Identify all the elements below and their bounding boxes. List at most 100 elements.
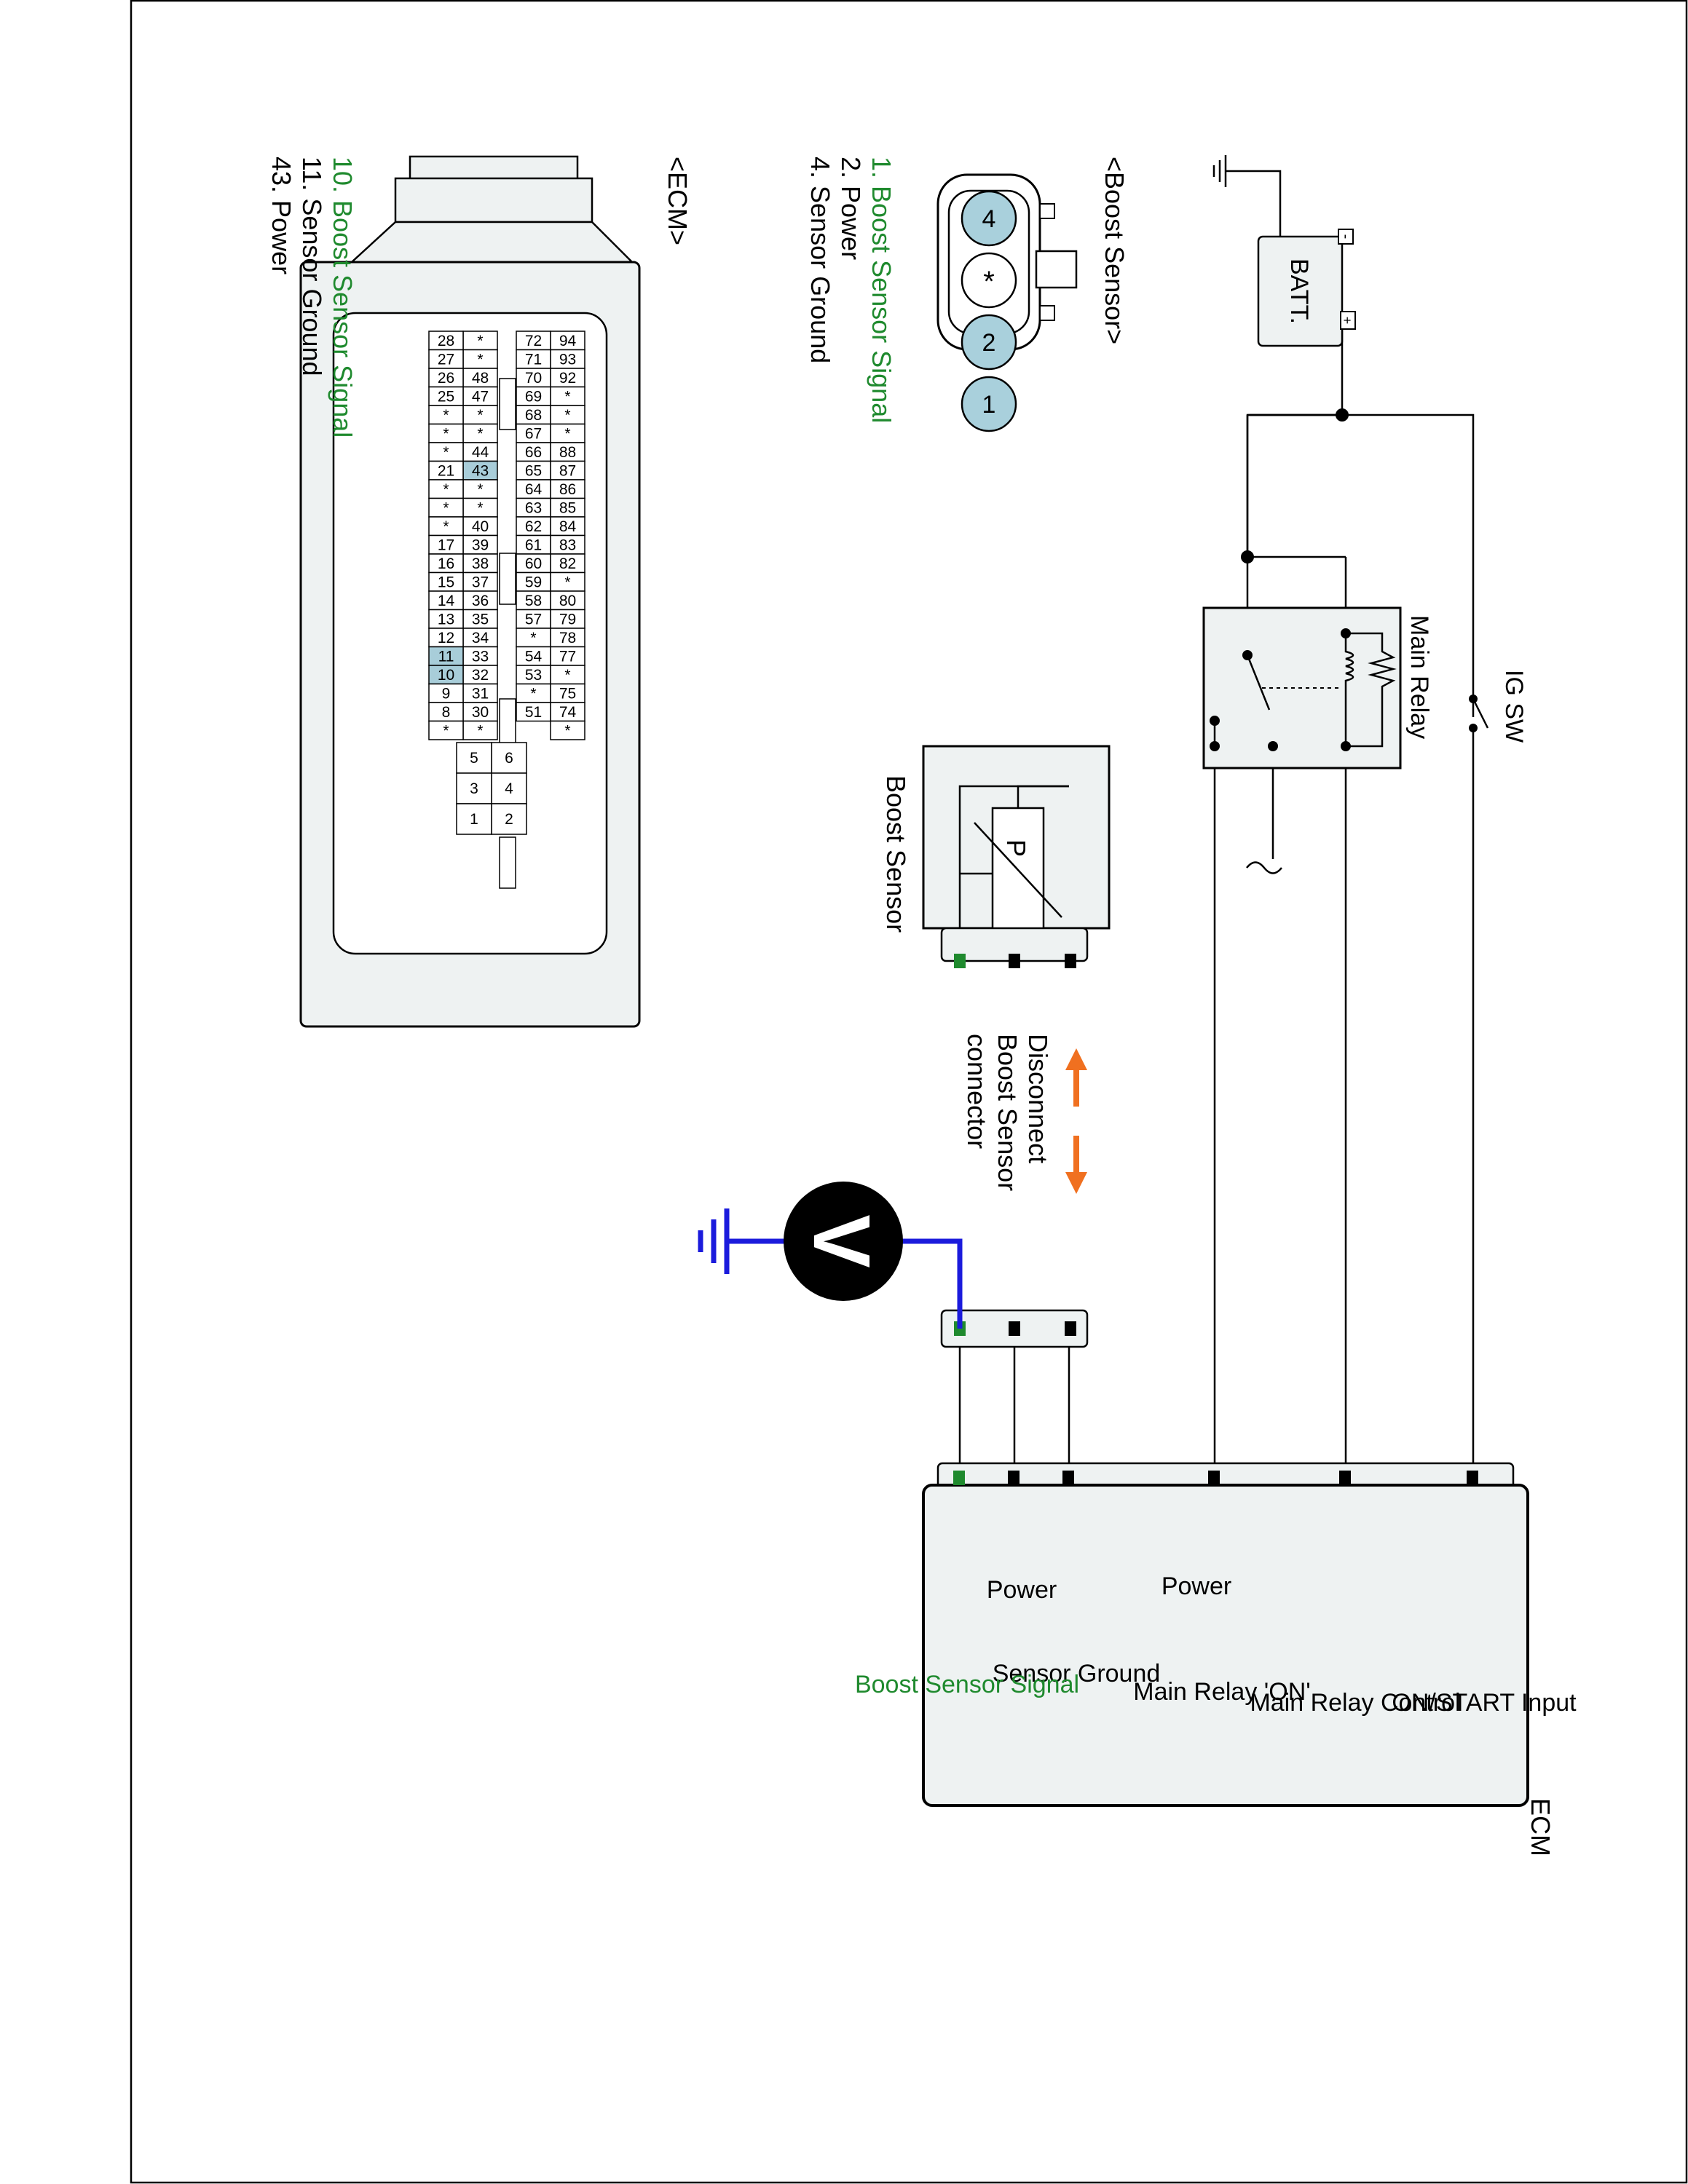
boost-legend-3: 4. Sensor Ground xyxy=(805,157,835,363)
boost-connector-cavity-4 xyxy=(961,190,1017,247)
ecm-pin-label: 79 xyxy=(559,611,576,628)
disconnect-note: Disconnect Boost Sensor connector xyxy=(962,1034,1087,1194)
ecm-pin-label: * xyxy=(564,388,570,405)
wire-battery-minus-ground xyxy=(1226,170,1282,237)
ecm-label-main-relay-control: Main Relay Control xyxy=(1250,1689,1460,1717)
ecm-pin-label: 35 xyxy=(472,611,489,628)
voltmeter-icon xyxy=(784,1182,903,1301)
boost-pin-label-2: 2 xyxy=(982,329,996,357)
voltmeter-probe: V xyxy=(698,1182,963,1329)
harness-pin-power xyxy=(1009,1321,1020,1336)
ecm-pin-label: 15 xyxy=(438,574,454,590)
boost-sensor-pin-signal xyxy=(954,954,966,968)
ecm-pin-label: 74 xyxy=(559,704,577,721)
ecm-label-sensor-ground: Sensor Ground xyxy=(993,1660,1161,1688)
boost-pin-label-blank: * xyxy=(983,266,995,298)
arrow-left-icon xyxy=(1065,1048,1087,1070)
ecm-pin-label: 62 xyxy=(525,518,542,535)
boost-sensor-pin-power xyxy=(1009,954,1020,968)
ecm-pin-label: 11 xyxy=(438,648,454,665)
ecm-pin-label: 31 xyxy=(472,685,489,702)
ecm-pin-label: * xyxy=(477,407,483,424)
ecm-key-slot xyxy=(499,378,516,430)
ecm-pin-label: * xyxy=(477,425,483,442)
ecm-connector-title: <ECM> xyxy=(663,157,693,245)
ecm-pin-label: 75 xyxy=(559,685,576,702)
ecm-pin-label: * xyxy=(443,407,449,424)
ig-switch-label: IG SW xyxy=(1500,670,1528,743)
ecm-pin-label: * xyxy=(477,351,483,368)
ecm-pin-label: * xyxy=(477,481,483,498)
ecm-pin-label: 67 xyxy=(525,425,542,442)
ecm-pin-label: 30 xyxy=(472,704,489,721)
ecm-pin-main-relay-on-power xyxy=(1208,1471,1220,1485)
ecm-pin-label: 53 xyxy=(525,667,542,684)
ecm-key-slot xyxy=(499,553,516,605)
ecm-pin-label: 64 xyxy=(525,481,543,498)
voltmeter-symbol: V xyxy=(797,1214,886,1267)
boost-sensor-connector-face: <Boost Sensor> 4 * 2 1 1. Boost Sensor S… xyxy=(805,157,1129,432)
ecm-pin-label: 59 xyxy=(525,574,542,590)
relay-coil-icon xyxy=(1344,633,1354,746)
ecm-pin-label: 48 xyxy=(472,370,489,387)
ecm-aux-pin-label: 6 xyxy=(505,750,513,767)
ecm-pin-label: 26 xyxy=(438,370,454,387)
ecm-aux-pin-label: 2 xyxy=(505,811,513,828)
ecm-pin-label: * xyxy=(443,499,449,516)
ecm-unit-title: ECM xyxy=(1526,1798,1555,1856)
ecm-pin-label: 36 xyxy=(472,593,489,609)
ecm-pin-label: * xyxy=(530,630,536,646)
harness-connector xyxy=(940,1309,1089,1348)
ecm-aux-pin-label: 4 xyxy=(505,780,513,797)
ecm-pin-label: 92 xyxy=(559,370,576,387)
ecm-pin-label: * xyxy=(443,722,449,739)
ecm-aux-pin-cell xyxy=(456,803,492,835)
ecm-pin-label: * xyxy=(564,722,570,739)
ecm-pin-label: 63 xyxy=(525,499,542,516)
ecm-pin-power xyxy=(1008,1471,1019,1485)
ecm-pin-label: 60 xyxy=(525,555,542,572)
ecm-pin-label: 70 xyxy=(525,370,542,387)
ecm-legend-11: 11. Sensor Ground xyxy=(297,157,327,376)
ecm-pin-label: 40 xyxy=(472,518,489,535)
ecm-pin-label: * xyxy=(443,444,449,461)
ecm-pin-on-start xyxy=(1467,1471,1478,1485)
ecm-pin-label: * xyxy=(477,499,483,516)
ecm-pin-label: 93 xyxy=(559,351,576,368)
ecm-pin-label: * xyxy=(443,481,449,498)
ecm-pin-label: * xyxy=(443,518,449,535)
ecm-label-on-start: ON/START Input xyxy=(1392,1689,1577,1717)
boost-sensor-device-label: Boost Sensor xyxy=(881,775,911,933)
ecm-pin-label: 58 xyxy=(525,593,542,609)
wire-bus-to-relay xyxy=(1246,414,1342,557)
ecm-pin-label: 68 xyxy=(525,407,542,424)
page-frame xyxy=(130,0,1688,2184)
ecm-pin-label: 87 xyxy=(559,462,576,479)
ecm-pin-label: 80 xyxy=(559,593,576,609)
ecm-pin-label: 21 xyxy=(438,462,454,479)
ecm-pin-label: * xyxy=(564,425,570,442)
ig-switch: IG SW xyxy=(1469,670,1528,743)
ecm-pin-label: 16 xyxy=(438,555,454,572)
diagram-content: + - BATT. IG SW Main Relay xyxy=(267,155,1577,1856)
boost-sensor-symbol: P xyxy=(1001,839,1031,857)
ecm-pin-label: 44 xyxy=(472,444,489,461)
battery-minus-label: - xyxy=(1338,234,1354,240)
main-relay: Main Relay xyxy=(1202,606,1433,769)
ecm-pin-label: 78 xyxy=(559,630,576,646)
ecm-pin-label: 65 xyxy=(525,462,542,479)
ecm-pin-label: 34 xyxy=(472,630,489,646)
ecm-pin-label: 66 xyxy=(525,444,542,461)
boost-connector-cavity-2 xyxy=(961,314,1017,371)
ecm-pin-label: 72 xyxy=(525,333,542,349)
ecm-aux-pin-label: 1 xyxy=(470,811,478,828)
ecm-label-boost-signal: Boost Sensor Signal xyxy=(855,1671,1079,1698)
ecm-pin-boost-signal xyxy=(953,1471,965,1485)
battery-ground-icon xyxy=(1212,155,1227,187)
ecm-pin-label: * xyxy=(443,425,449,442)
ecm-pin-label: 32 xyxy=(472,667,489,684)
ecm-pin-label: 85 xyxy=(559,499,576,516)
ecm-pin-label: 39 xyxy=(472,537,489,553)
ecm-legend-10: 10. Boost Sensor Signal xyxy=(328,157,358,438)
